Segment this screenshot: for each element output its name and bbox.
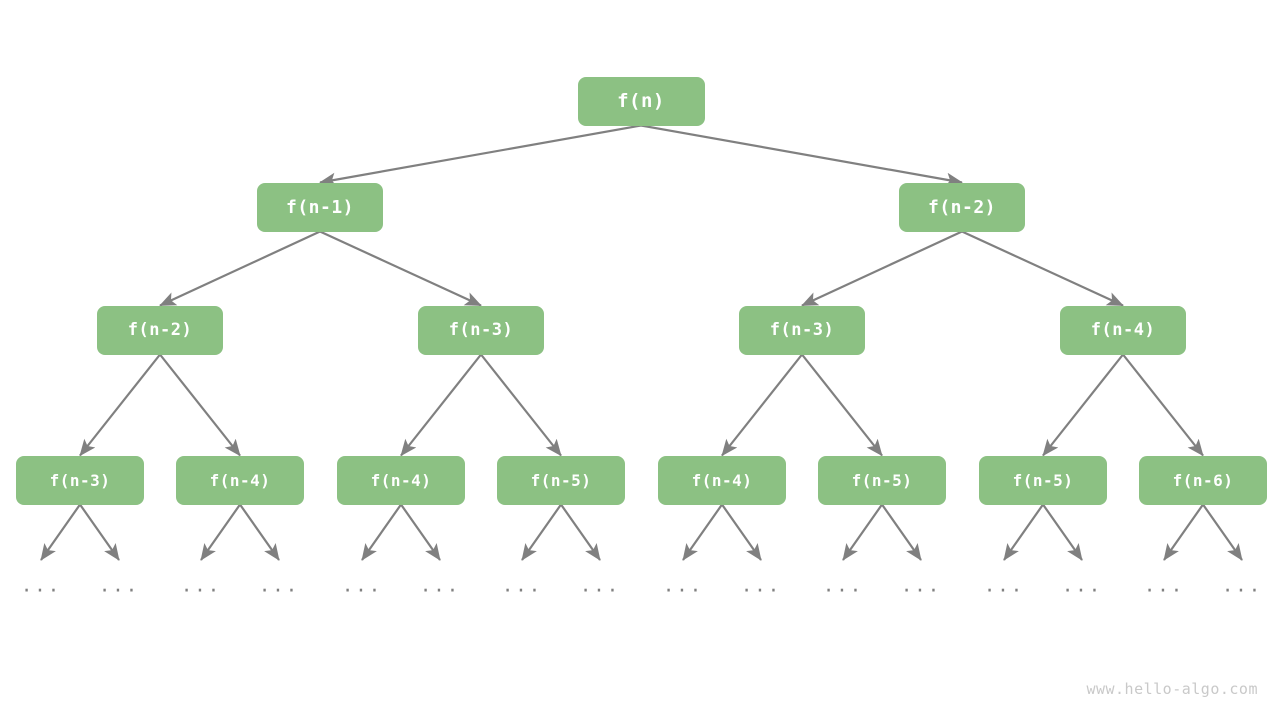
leaf-ellipsis-edge-13 [1042, 503, 1083, 561]
tree-node-n6: f(n-4) [1060, 305, 1186, 355]
ellipsis-12: ... [983, 574, 1025, 597]
tree-edge-n4-n10 [480, 353, 562, 457]
tree-edge-n2-n6 [961, 230, 1124, 307]
tree-node-n11: f(n-4) [658, 455, 786, 505]
tree-node-label: f(n-4) [691, 470, 753, 490]
tree-edge-n1-n3 [159, 230, 321, 307]
tree-edge-n2-n5 [801, 230, 963, 307]
tree-node-label: f(n-1) [285, 196, 355, 218]
leaf-ellipsis-edge-1 [79, 503, 120, 561]
tree-node-label: f(n-4) [1090, 320, 1156, 340]
tree-node-label: f(n) [617, 90, 665, 112]
tree-edge-n1-n4 [319, 230, 482, 307]
tree-node-n2: f(n-2) [899, 182, 1025, 232]
tree-edge-n0-n2 [640, 124, 963, 187]
tree-node-label: f(n-6) [1172, 470, 1234, 490]
tree-node-label: f(n-3) [448, 320, 514, 340]
leaf-ellipsis-edge-12 [1003, 503, 1044, 561]
ellipsis-6: ... [501, 574, 543, 597]
tree-node-label: f(n-2) [927, 196, 997, 218]
tree-edge-n3-n8 [159, 353, 241, 457]
tree-node-n8: f(n-4) [176, 455, 304, 505]
ellipsis-1: ... [98, 574, 140, 597]
leaf-ellipsis-edge-2 [200, 503, 241, 561]
leaf-ellipsis-edge-15 [1202, 503, 1243, 561]
tree-node-label: f(n-3) [769, 320, 835, 340]
tree-node-n14: f(n-6) [1139, 455, 1267, 505]
leaf-ellipsis-edge-3 [239, 503, 280, 561]
leaf-ellipsis-edge-4 [361, 503, 402, 561]
tree-node-label: f(n-5) [851, 470, 913, 490]
tree-node-n13: f(n-5) [979, 455, 1107, 505]
tree-node-n0: f(n) [577, 76, 705, 126]
tree-node-n5: f(n-3) [739, 305, 865, 355]
ellipsis-9: ... [740, 574, 782, 597]
ellipsis-2: ... [180, 574, 222, 597]
tree-edges [79, 124, 1204, 457]
ellipsis-8: ... [662, 574, 704, 597]
tree-edge-n6-n14 [1122, 353, 1204, 457]
tree-node-n12: f(n-5) [818, 455, 946, 505]
tree-edge-n5-n12 [801, 353, 883, 457]
ellipsis-7: ... [579, 574, 621, 597]
tree-node-n1: f(n-1) [257, 182, 383, 232]
tree-edge-n5-n11 [721, 353, 803, 457]
tree-node-n3: f(n-2) [97, 305, 223, 355]
leaf-ellipsis-edge-6 [521, 503, 562, 561]
tree-node-label: f(n-4) [209, 470, 271, 490]
ellipsis-15: ... [1221, 574, 1263, 597]
tree-node-label: f(n-4) [370, 470, 432, 490]
tree-node-label: f(n-3) [49, 470, 111, 490]
leaf-ellipsis-edges [40, 503, 1243, 561]
tree-edge-n0-n1 [319, 124, 642, 187]
ellipsis-11: ... [900, 574, 942, 597]
ellipsis-13: ... [1061, 574, 1103, 597]
ellipsis-4: ... [341, 574, 383, 597]
ellipsis-0: ... [20, 574, 62, 597]
ellipsis-14: ... [1143, 574, 1185, 597]
watermark: www.hello-algo.com [1086, 680, 1258, 698]
ellipsis-3: ... [258, 574, 300, 597]
tree-node-n9: f(n-4) [337, 455, 465, 505]
ellipsis-10: ... [822, 574, 864, 597]
tree-node-label: f(n-5) [530, 470, 592, 490]
tree-node-n4: f(n-3) [418, 305, 544, 355]
tree-node-n10: f(n-5) [497, 455, 625, 505]
leaf-ellipsis-edge-11 [881, 503, 922, 561]
leaf-ellipsis-edge-9 [721, 503, 762, 561]
tree-node-n7: f(n-3) [16, 455, 144, 505]
leaf-ellipsis-edge-14 [1163, 503, 1204, 561]
leaf-ellipsis-edge-10 [842, 503, 883, 561]
tree-edge-n6-n13 [1042, 353, 1124, 457]
tree-edge-n3-n7 [79, 353, 161, 457]
leaf-ellipsis-edge-7 [560, 503, 601, 561]
leaf-ellipsis-edge-0 [40, 503, 81, 561]
leaf-ellipsis-edge-5 [400, 503, 441, 561]
ellipsis-5: ... [419, 574, 461, 597]
tree-node-label: f(n-5) [1012, 470, 1074, 490]
tree-node-label: f(n-2) [127, 320, 193, 340]
tree-edge-n4-n9 [400, 353, 482, 457]
leaf-ellipsis-edge-8 [682, 503, 723, 561]
